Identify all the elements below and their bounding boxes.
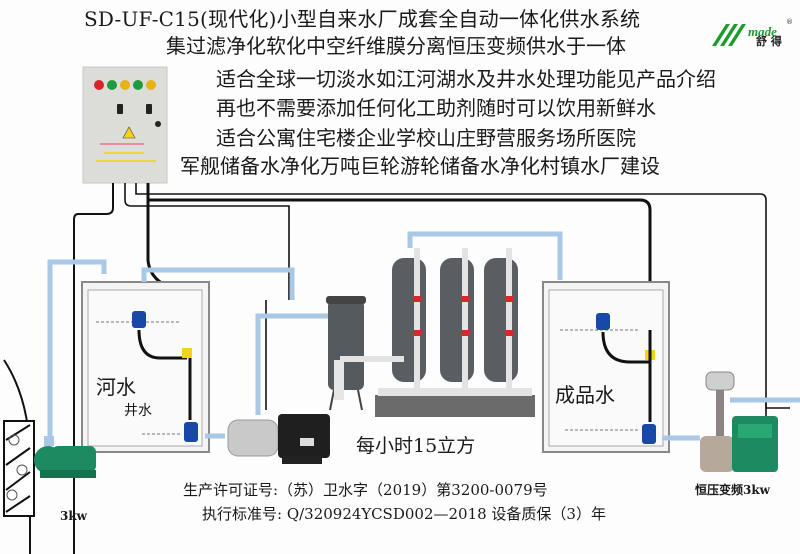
title-line-1: SD-UF-C15(现代化)小型自来水厂成套全自动一体化供水系统 (84, 7, 641, 31)
valve (413, 330, 421, 336)
feature-line: 军舰储备水净化万吨巨轮游轮储备水净化村镇水厂建设 (180, 154, 660, 178)
feed-pump (227, 414, 330, 464)
vessel-pipe (462, 248, 468, 390)
valve (461, 330, 469, 336)
filter-vessel (440, 258, 474, 382)
registered-mark: ® (786, 18, 793, 26)
intake-well-wall (3, 420, 35, 517)
filter-vessel (392, 258, 426, 382)
skid-frame (375, 395, 535, 417)
intake-pump (34, 436, 96, 478)
manifold-pipe (378, 388, 532, 396)
feature-line: 再也不需要添加任何化工助剂随时可以饮用新鲜水 (216, 96, 656, 120)
label-stripe (104, 152, 144, 154)
brand-name-cn: 舒 得 (756, 35, 782, 48)
title-line-2: 集过滤净化软化中空纤维膜分离恒压变频供水于一体 (166, 34, 626, 58)
indicator-light (146, 80, 156, 90)
indicator-light (133, 80, 143, 90)
feature-line: 适合全球一切淡水如江河湖水及井水处理功能见产品介绍 (216, 67, 716, 91)
product-tank-label: 成品水 (555, 383, 615, 407)
label-stripe (96, 160, 156, 162)
indicator-light (120, 80, 130, 90)
label-stripe (100, 143, 144, 145)
valve (413, 296, 421, 302)
filter-vessel (484, 258, 518, 382)
license-number: 生产许可证号:（苏）卫水字（2019）第3200-0079号 (183, 481, 548, 499)
vessel-pipe (506, 248, 512, 390)
vessel-pipe (414, 248, 420, 390)
indicator-light (94, 80, 104, 90)
float-switch-product-bottom (642, 424, 656, 444)
valve (505, 296, 513, 302)
standard-number: 执行标准号: Q/320924YCSD002—2018 设备质保（3）年 (202, 505, 606, 523)
logo-text: made (748, 24, 777, 39)
booster-pump (700, 371, 778, 472)
control-box (82, 66, 168, 184)
warning-icon (122, 126, 136, 139)
intake-pump-label: 3kw (60, 509, 87, 523)
raw-tank-label: 河水 (96, 375, 136, 399)
float-switch-raw-bottom (184, 422, 198, 442)
indicator-light (107, 80, 117, 90)
float-switch-raw-top (132, 311, 192, 360)
brand-logo: made ® (712, 18, 793, 46)
valve (505, 330, 513, 336)
pre-filter-housing (326, 296, 366, 411)
water-piping (47, 231, 800, 441)
booster-pump-label: 恒压变频3kw (695, 483, 770, 497)
connector-pipe (340, 356, 404, 362)
valve (461, 296, 469, 302)
capacity-label: 每小时15立方 (356, 435, 476, 457)
raw-tank-sublabel: 井水 (124, 403, 152, 419)
filtration-vessels (392, 248, 518, 390)
selector-switch-1 (117, 104, 123, 114)
feature-line: 适合公寓住宅楼企业学校山庄野营服务场所医院 (216, 126, 636, 150)
selector-switch-2 (146, 104, 152, 114)
alarm-buzzer (155, 121, 161, 127)
